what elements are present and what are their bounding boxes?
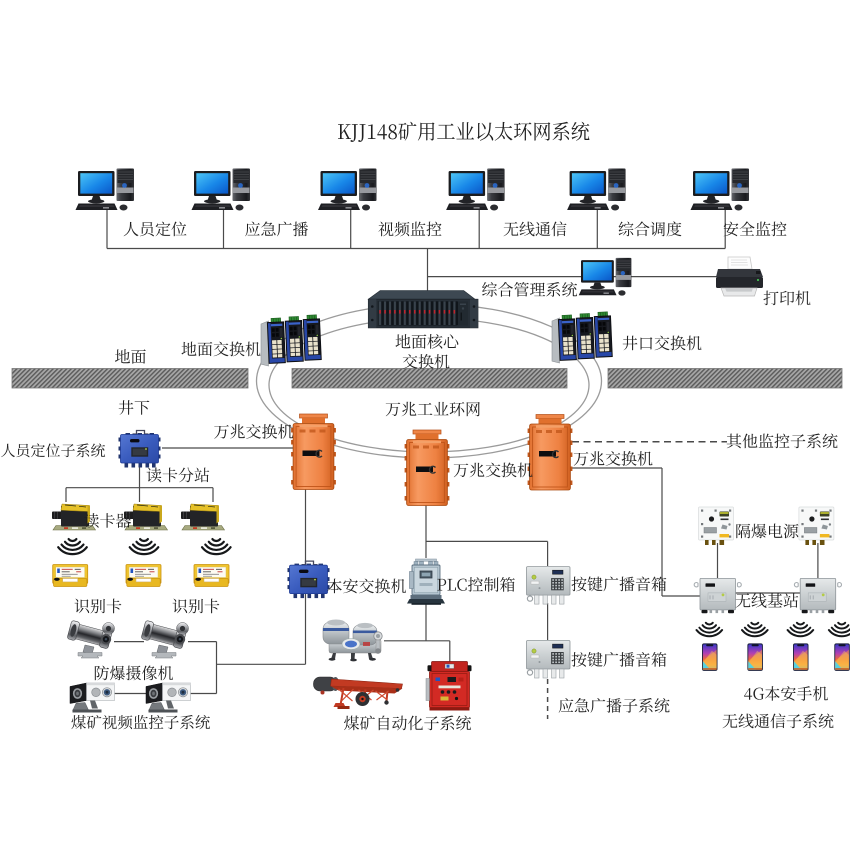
svg-text:人员定位子系统: 人员定位子系统: [0, 440, 105, 461]
svg-text:万兆交换机: 万兆交换机: [213, 420, 293, 443]
svg-text:井口交换机: 井口交换机: [622, 331, 702, 354]
svg-text:打印机: 打印机: [763, 286, 811, 309]
svg-text:PLC控制箱: PLC控制箱: [437, 573, 516, 596]
svg-text:万兆交换机: 万兆交换机: [573, 447, 653, 470]
svg-text:防爆摄像机: 防爆摄像机: [93, 661, 173, 684]
svg-text:人员定位: 人员定位: [123, 217, 187, 240]
svg-text:地面核心: 地面核心: [395, 330, 460, 353]
svg-text:应急广播: 应急广播: [244, 217, 308, 240]
svg-text:无线通信: 无线通信: [503, 217, 567, 240]
svg-text:KJJ148矿用工业以太环网系统: KJJ148矿用工业以太环网系统: [337, 115, 590, 145]
svg-text:万兆交换机: 万兆交换机: [453, 458, 533, 481]
svg-text:综合调度: 综合调度: [618, 217, 682, 240]
svg-text:按键广播音箱: 按键广播音箱: [571, 648, 667, 671]
svg-text:井下: 井下: [118, 396, 150, 419]
svg-text:按键广播音箱: 按键广播音箱: [571, 572, 667, 595]
svg-text:煤矿视频监控子系统: 煤矿视频监控子系统: [71, 711, 211, 733]
svg-text:本安交换机: 本安交换机: [326, 574, 406, 597]
svg-text:4G本安手机: 4G本安手机: [744, 682, 829, 705]
svg-text:无线基站: 无线基站: [735, 589, 799, 612]
svg-text:地面: 地面: [114, 345, 146, 368]
svg-text:无线通信子系统: 无线通信子系统: [722, 709, 834, 732]
svg-text:其他监控子系统: 其他监控子系统: [726, 429, 838, 452]
svg-text:识别卡: 识别卡: [74, 594, 122, 617]
svg-text:隔爆电源: 隔爆电源: [735, 519, 800, 542]
svg-text:综合管理系统: 综合管理系统: [481, 278, 577, 301]
svg-text:交换机: 交换机: [402, 350, 450, 373]
svg-text:视频监控: 视频监控: [378, 217, 442, 240]
svg-text:应急广播子系统: 应急广播子系统: [558, 694, 670, 717]
svg-text:万兆工业环网: 万兆工业环网: [385, 397, 481, 420]
svg-text:识别卡: 识别卡: [172, 594, 220, 617]
svg-text:读卡分站: 读卡分站: [146, 463, 210, 486]
svg-text:安全监控: 安全监控: [723, 217, 787, 240]
svg-text:地面交换机: 地面交换机: [181, 337, 261, 360]
svg-text:读卡器: 读卡器: [83, 509, 131, 532]
svg-text:煤矿自动化子系统: 煤矿自动化子系统: [343, 711, 471, 734]
